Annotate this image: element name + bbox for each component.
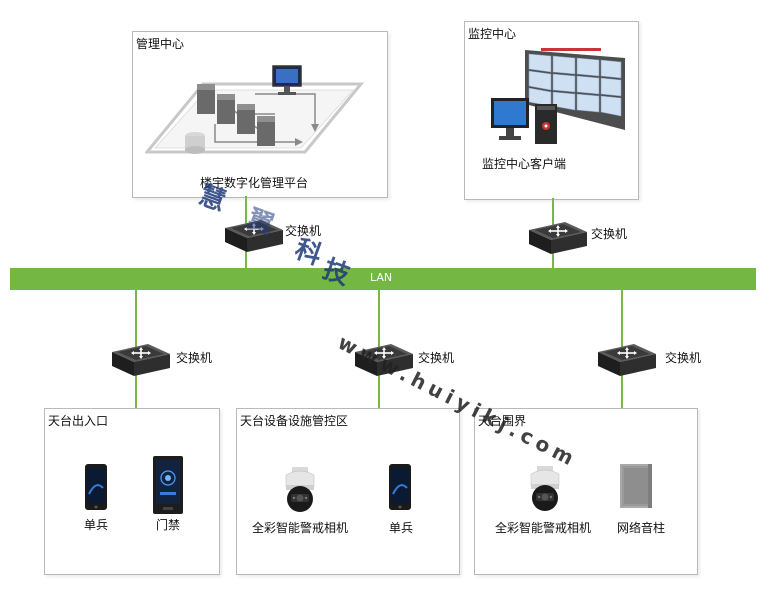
device-label: 全彩智能警戒相机 xyxy=(495,521,592,535)
server-platform-icon xyxy=(145,65,365,154)
switch-icon xyxy=(597,343,657,377)
switch-label: 交换机 xyxy=(591,227,628,241)
device-label: 单兵 xyxy=(84,518,109,532)
handheld-terminal-icon xyxy=(85,464,107,510)
device-label: 单兵 xyxy=(389,521,414,535)
device-label: 网络音柱 xyxy=(617,521,666,535)
switch-label: 交换机 xyxy=(176,351,213,365)
switch-label: 交换机 xyxy=(418,351,455,365)
monitoring-client-label: 监控中心客户端 xyxy=(482,157,567,171)
device-label: 全彩智能警戒相机 xyxy=(252,521,349,535)
lan-label: LAN xyxy=(370,271,393,284)
management-platform-label: 楼宇数字化管理平台 xyxy=(200,176,309,190)
monitoring-center-box: 监控中心 监控中心客户端 xyxy=(464,21,639,200)
management-center-box: 管理中心 楼宇数字化管理平台 xyxy=(132,31,388,198)
zone-rooftop-perimeter: 天台围界 全彩智能警戒相机 网络音柱 xyxy=(474,408,698,575)
zone-title: 天台围界 xyxy=(478,414,527,428)
switch-icon xyxy=(528,221,588,255)
zone-rooftop-facility-control: 天台设备设施管控区 全彩智能警戒相机 单兵 xyxy=(236,408,460,575)
zone-title: 天台出入口 xyxy=(48,414,109,428)
zone-rooftop-entrance: 天台出入口 单兵 门禁 xyxy=(44,408,220,575)
management-center-title: 管理中心 xyxy=(136,37,185,51)
dome-camera-icon xyxy=(285,467,315,513)
dome-camera-icon xyxy=(530,466,560,512)
switch-label: 交换机 xyxy=(285,224,322,238)
handheld-terminal-icon xyxy=(389,464,411,510)
zone-title: 天台设备设施管控区 xyxy=(240,414,349,428)
switch-label: 交换机 xyxy=(665,351,702,365)
monitoring-center-title: 监控中心 xyxy=(468,27,517,41)
lan-bus xyxy=(10,268,756,290)
switch-icon xyxy=(111,343,171,377)
monitor-client-pc-icon xyxy=(491,98,557,144)
network-speaker-column-icon xyxy=(620,464,652,508)
device-label: 门禁 xyxy=(156,518,181,532)
access-control-terminal-icon xyxy=(153,456,183,514)
